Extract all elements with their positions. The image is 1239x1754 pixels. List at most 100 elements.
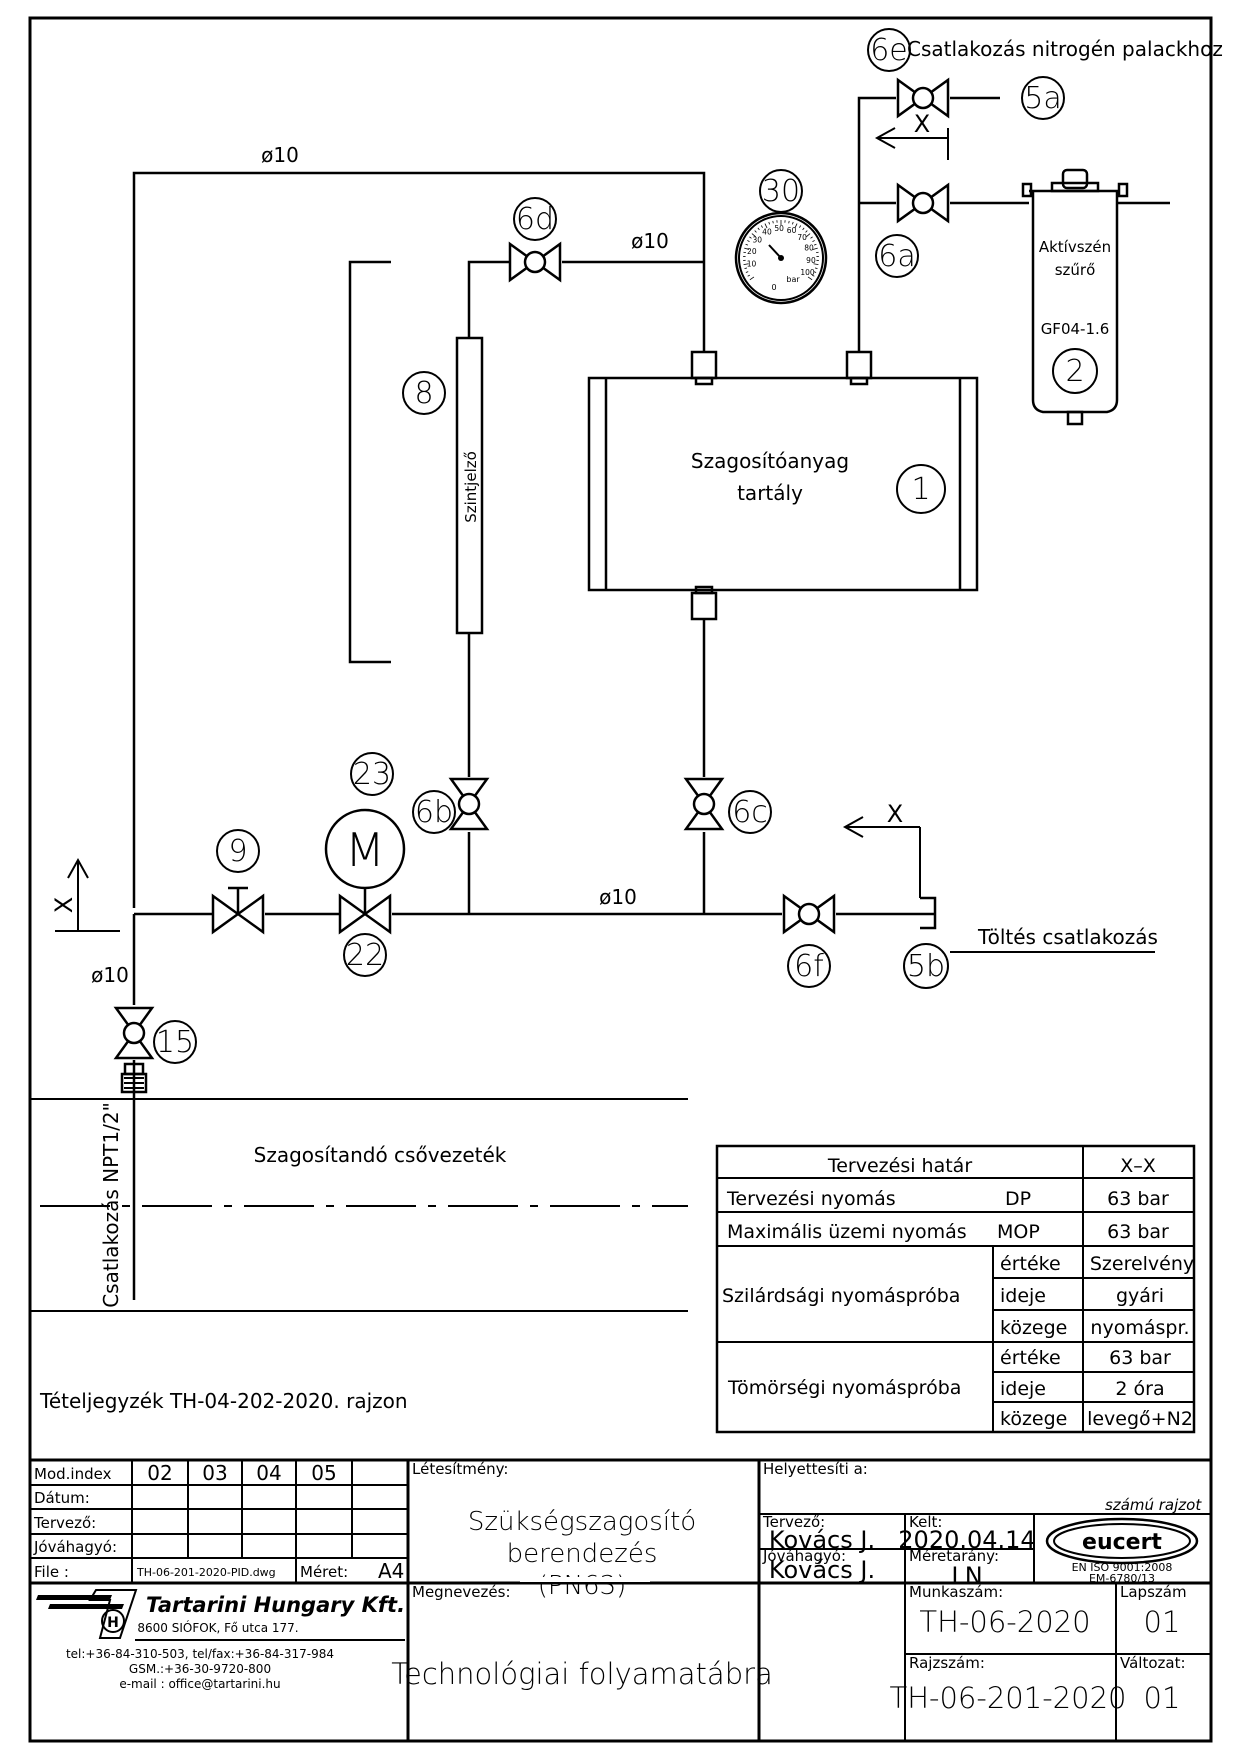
filling-connection-label: Töltés csatlakozás <box>977 925 1158 949</box>
svg-text:Lapszám: Lapszám <box>1120 1583 1187 1601</box>
svg-text:63 bar: 63 bar <box>1109 1347 1171 1369</box>
svg-text:Maximális üzemi nyomás: Maximális üzemi nyomás <box>727 1221 967 1243</box>
svg-text:TH-06-201-2020-PID.dwg: TH-06-201-2020-PID.dwg <box>136 1566 276 1579</box>
svg-text:0: 0 <box>771 283 776 292</box>
tag-6a: 6a <box>875 234 919 278</box>
svg-text:05: 05 <box>311 1461 336 1485</box>
svg-text:Jóváhagyó:: Jóváhagyó: <box>33 1538 117 1556</box>
gauge-scale-label: 90 <box>806 256 816 265</box>
tag-8: 8 <box>402 371 446 415</box>
svg-text:Tervező:: Tervező: <box>762 1513 825 1531</box>
tag-2: 2 <box>1052 348 1098 394</box>
tag-bubbles: 6e 5a 30 6d 6a 2 8 1 23 6b 6c 9 22 6f 5b 15 <box>153 28 1098 1064</box>
svg-text:1: 1 <box>911 472 930 507</box>
svg-text:Változat:: Változat: <box>1120 1654 1186 1672</box>
svg-text:GSM.:+36-30-9720-800: GSM.:+36-30-9720-800 <box>129 1662 271 1676</box>
svg-text:30: 30 <box>762 174 800 209</box>
svg-text:8600 SIÓFOK, Fő utca 177.: 8600 SIÓFOK, Fő utca 177. <box>137 1620 298 1635</box>
svg-text:Megnevezés:: Megnevezés: <box>412 1583 511 1601</box>
svg-text:Kovács J.: Kovács J. <box>769 1556 875 1584</box>
gauge-scale-label: 100 <box>800 268 815 277</box>
gauge-scale-label: 10 <box>747 260 757 269</box>
svg-text:63 bar: 63 bar <box>1107 1221 1169 1243</box>
svg-text:03: 03 <box>202 1461 227 1485</box>
valve-22 <box>338 893 392 935</box>
svg-text:23: 23 <box>353 757 391 792</box>
pipeline-label: Szagosítandó csővezeték <box>254 1143 507 1167</box>
tag-5b: 5b <box>903 943 949 989</box>
svg-text:H: H <box>107 1615 119 1631</box>
svg-text:számú rajzot: számú rajzot <box>1105 1496 1202 1514</box>
svg-text:Kovács J.: Kovács J. <box>769 1526 875 1554</box>
valves <box>113 77 950 1060</box>
svg-text:tel:+36-84-310-503, tel/fax:+3: tel:+36-84-310-503, tel/fax:+36-84-317-9… <box>66 1647 334 1661</box>
svg-text:Tervező:: Tervező: <box>33 1514 96 1532</box>
motor-letter: M <box>345 823 385 877</box>
valve-6b <box>448 777 490 831</box>
svg-text:6e: 6e <box>870 33 908 68</box>
tag-6f: 6f <box>787 944 831 988</box>
tag-6c: 6c <box>728 790 772 834</box>
svg-text:6c: 6c <box>732 795 768 830</box>
tank-label-line2: tartály <box>737 481 803 505</box>
svg-text:eucert: eucert <box>1082 1530 1162 1555</box>
piping <box>132 96 1170 1095</box>
pipe-diameter-bottom: ø10 <box>599 885 637 909</box>
svg-text:Tervezési határ: Tervezési határ <box>827 1155 972 1177</box>
svg-text:X: X <box>914 110 930 138</box>
svg-text:Szilárdsági nyomáspróba: Szilárdsági nyomáspróba <box>722 1285 960 1307</box>
svg-text:6b: 6b <box>415 795 453 830</box>
design-parameters-table: Tervezési határ X–X Tervezési nyomás DP … <box>715 1144 1196 1434</box>
svg-text:közege: közege <box>1000 1317 1067 1339</box>
pipeline-connection-label: Csatlakozás NPT1/2" <box>99 1102 123 1308</box>
svg-text:01: 01 <box>1144 1681 1181 1715</box>
filter-label-line1: Aktívszén <box>1039 238 1111 256</box>
tartarini-logo: H Tartarini Hungary Kft. 8600 SIÓFOK, Fő… <box>36 1589 405 1641</box>
svg-text:X: X <box>50 897 78 913</box>
filter-model: GF04-1.6 <box>1041 320 1110 338</box>
svg-text:6a: 6a <box>878 239 915 274</box>
tag-15: 15 <box>153 1020 197 1064</box>
filter-label-line2: szűrő <box>1055 261 1096 279</box>
valve-6c <box>683 777 725 831</box>
pipe-diameter-left: ø10 <box>91 963 129 987</box>
svg-text:2 óra: 2 óra <box>1115 1378 1164 1400</box>
level-indicator-label: Szintjelző <box>462 451 480 523</box>
svg-text:Dátum:: Dátum: <box>34 1489 90 1507</box>
tag-5a: 5a <box>1021 76 1065 120</box>
drawing-title: Technológiai folyamatábra <box>391 1657 773 1691</box>
odorant-tank: Szagosítóanyag tartály <box>587 350 979 621</box>
tag-6d: 6d <box>513 197 557 241</box>
svg-text:Szerelvény: Szerelvény <box>1090 1253 1194 1275</box>
tag-9: 9 <box>216 829 260 873</box>
gauge-scale-label: 50 <box>774 224 784 233</box>
valve-15 <box>113 1006 155 1060</box>
drawing-number: TH-06-201-2020 <box>890 1681 1127 1715</box>
svg-text:01: 01 <box>1144 1605 1181 1639</box>
svg-text:X: X <box>887 800 903 828</box>
svg-text:(PN63): (PN63) <box>538 1571 627 1601</box>
svg-text:ideje: ideje <box>1000 1285 1046 1307</box>
manual-valve-stem <box>228 886 248 914</box>
svg-text:5b: 5b <box>907 949 945 984</box>
tag-30: 30 <box>759 169 803 213</box>
connector-15-fitting <box>120 1062 148 1094</box>
svg-text:e-mail : office@tartarini.hu: e-mail : office@tartarini.hu <box>119 1677 280 1691</box>
gauge-scale-label: 40 <box>762 227 772 236</box>
valve-6a <box>896 182 950 224</box>
svg-text:22: 22 <box>346 938 384 973</box>
svg-text:értéke: értéke <box>1000 1253 1061 1275</box>
gauge-scale-label: 60 <box>787 226 797 235</box>
odorized-pipeline: Szagosítandó csővezeték Csatlakozás NPT1… <box>30 1095 688 1312</box>
gauge-scale-label: 80 <box>804 243 814 252</box>
svg-text:értéke: értéke <box>1000 1347 1061 1369</box>
svg-text:levegő+N2: levegő+N2 <box>1087 1408 1193 1430</box>
svg-text:2020.04.14: 2020.04.14 <box>898 1526 1035 1554</box>
svg-text:Méret:: Méret: <box>300 1563 348 1581</box>
tank-label-line1: Szagosítóanyag <box>691 449 849 473</box>
svg-text:04: 04 <box>256 1461 281 1485</box>
tag-6b: 6b <box>412 790 456 834</box>
tag-6e: 6e <box>867 28 911 72</box>
